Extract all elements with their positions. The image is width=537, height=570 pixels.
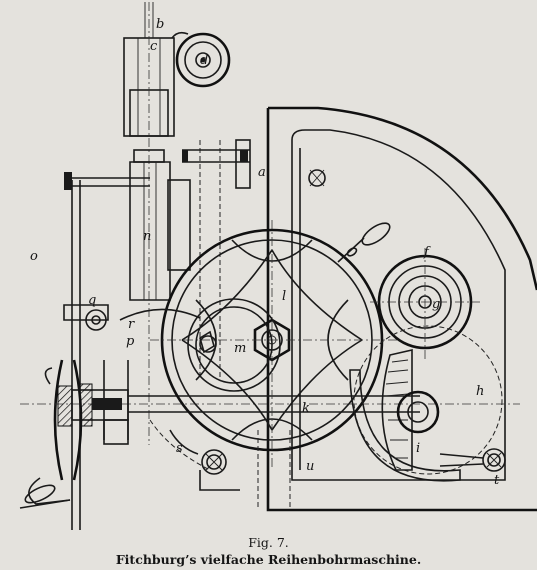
label-s: s <box>176 441 183 456</box>
part-labels: b c d a n o q r p m l f g h k i s u t <box>30 17 500 488</box>
label-r: r <box>128 317 135 332</box>
top-pulley <box>171 31 231 88</box>
spindle-column <box>123 2 251 445</box>
rod-o <box>63 172 150 530</box>
segment-i <box>381 348 440 471</box>
label-u: u <box>306 459 314 474</box>
frame-bolt <box>308 169 326 187</box>
bolt-t <box>439 448 506 472</box>
label-l: l <box>282 289 286 304</box>
figure-title: Fitchburg’s vielfache Reihenbohrmaschine… <box>115 552 422 567</box>
label-o: o <box>30 249 38 264</box>
gear-h <box>349 325 503 482</box>
label-g: g <box>432 297 440 312</box>
wheel-crank-handle <box>337 222 391 263</box>
label-i: i <box>416 441 420 456</box>
technical-drawing: b c d a n o q r p m l f g h k i s u t <box>19 2 537 530</box>
label-t: t <box>494 473 500 488</box>
lever-rs <box>119 308 211 471</box>
label-k: k <box>302 401 310 416</box>
label-n: n <box>143 229 151 244</box>
label-m: m <box>234 341 246 356</box>
figure-number: Fig. 7. <box>248 535 289 550</box>
label-h: h <box>476 384 484 399</box>
label-p: p <box>126 334 135 349</box>
pulley-fg <box>370 248 480 360</box>
label-b: b <box>156 17 164 32</box>
label-c: c <box>150 39 158 54</box>
label-d: d <box>200 53 208 68</box>
label-f: f <box>423 245 431 260</box>
gear-m <box>187 298 281 392</box>
machine-frame <box>266 106 537 512</box>
label-q: q <box>88 293 96 308</box>
label-a: a <box>258 165 266 180</box>
lower-bolt <box>199 430 291 510</box>
